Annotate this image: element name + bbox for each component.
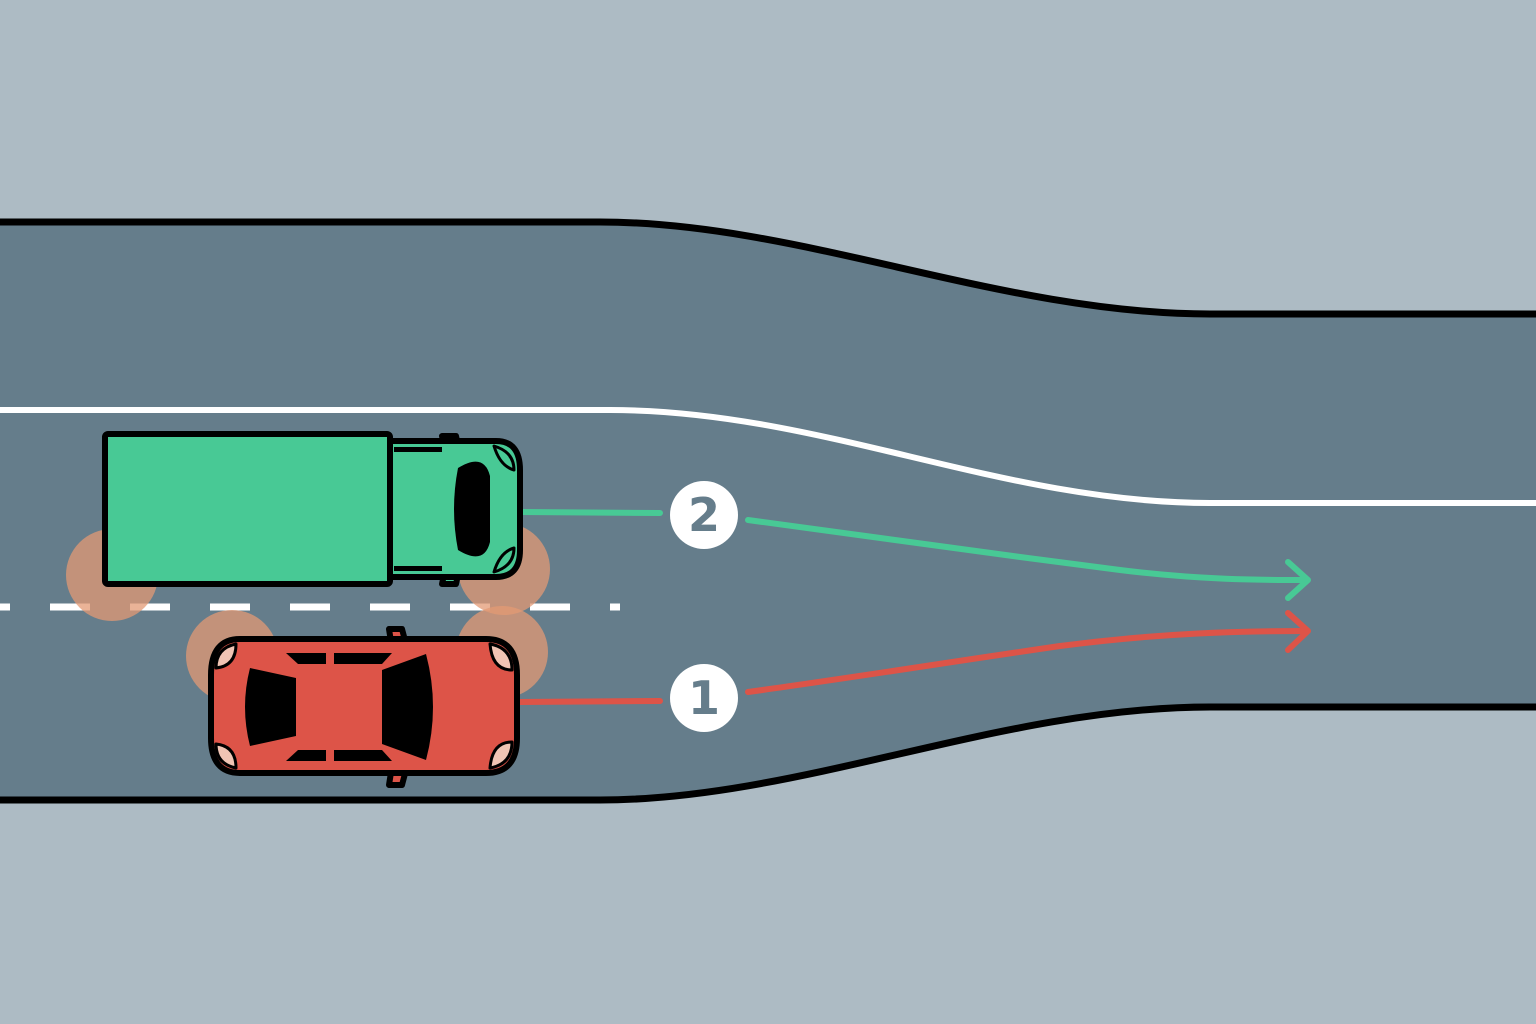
car-windshield xyxy=(382,654,433,760)
truck-cab-bar-top xyxy=(394,447,442,452)
car-rear-window xyxy=(245,668,296,746)
path-1-marker: 1 xyxy=(670,664,738,732)
car-icon xyxy=(208,626,520,788)
truck-headlight-top xyxy=(492,444,516,472)
solid-lane-line xyxy=(0,407,1536,506)
car-side-window-top-front xyxy=(334,653,392,664)
truck-headlight-bottom xyxy=(492,546,516,574)
car-headlight-top xyxy=(488,642,514,672)
car-taillight-top xyxy=(214,642,238,670)
path-1-arrowhead xyxy=(1285,610,1311,653)
car-side-window-bottom xyxy=(286,750,326,761)
car-headlight-bottom xyxy=(488,740,514,770)
road-edge-top xyxy=(0,218,1536,318)
path-2-marker: 2 xyxy=(670,481,738,549)
car-taillight-bottom xyxy=(214,742,238,770)
path-2-arrowhead xyxy=(1285,559,1311,601)
car-side-window-bottom-front xyxy=(334,750,392,761)
truck-windshield xyxy=(454,461,490,557)
path-2-marker-label: 2 xyxy=(688,488,720,542)
path-1-line xyxy=(517,628,1308,705)
road-edge-bottom xyxy=(0,703,1536,804)
car-side-window-top xyxy=(286,653,326,664)
truck-cargo-box xyxy=(102,431,393,587)
path-1-marker-circle xyxy=(670,664,738,732)
car-body xyxy=(208,636,520,776)
path-2-line xyxy=(519,509,1308,583)
truck-icon xyxy=(102,431,523,587)
truck-cab-bar-bottom xyxy=(394,566,442,571)
path-1-marker-label: 1 xyxy=(688,671,720,725)
path-2-marker-circle xyxy=(670,481,738,549)
